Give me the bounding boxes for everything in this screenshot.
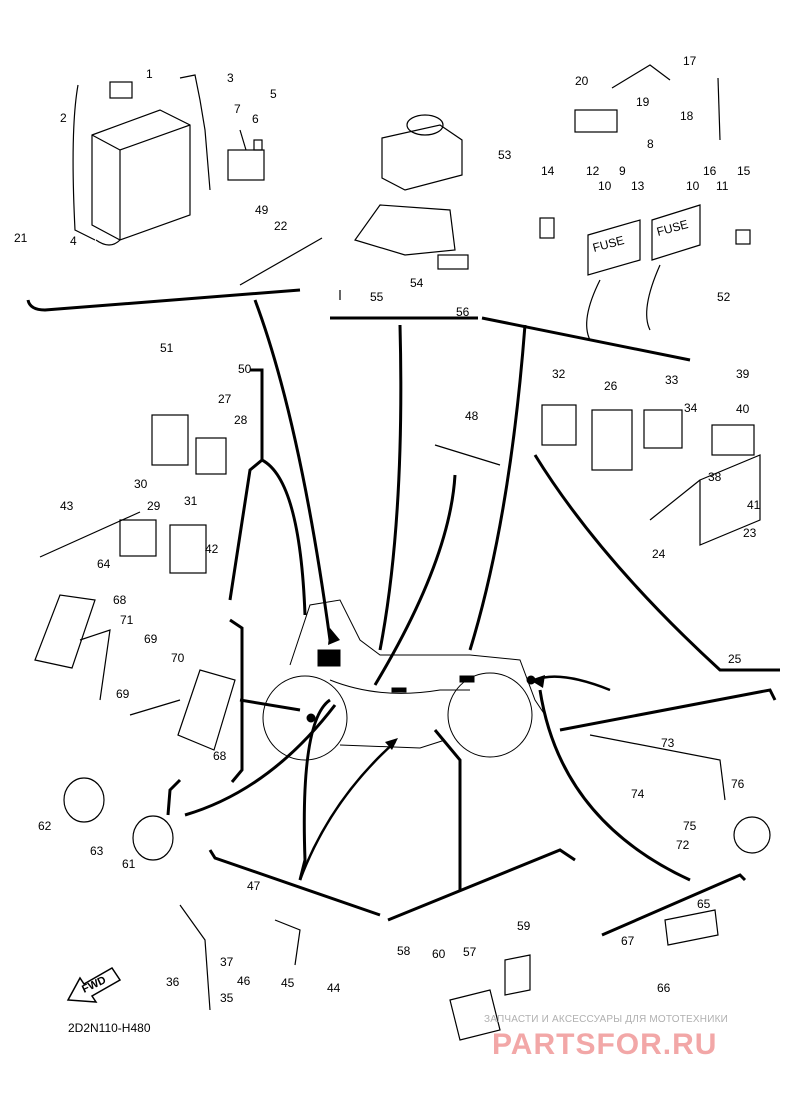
part-label: 74: [631, 787, 645, 801]
part-label: 44: [327, 981, 341, 995]
fwd-label: FWD: [80, 974, 108, 995]
reflector-lamps: [34, 594, 236, 751]
part-label: 43: [60, 499, 74, 513]
part-label: 60: [432, 947, 446, 961]
battery-assembly: [72, 74, 265, 246]
leader-lines: [184, 299, 691, 890]
part-label: 7: [234, 102, 241, 116]
part-label: 67: [621, 934, 635, 948]
part-label: 48: [465, 409, 479, 423]
part-label: 23: [743, 526, 757, 540]
part-label: 3: [227, 71, 234, 85]
part-label: 62: [38, 819, 52, 833]
part-label: 40: [736, 402, 750, 416]
part-label: 69: [116, 687, 130, 701]
part-label: 70: [171, 651, 185, 665]
watermark-brand: PARTSFOR.RU: [492, 1028, 717, 1061]
part-label: 16: [703, 164, 717, 178]
part-label: 57: [463, 945, 477, 959]
arrowheads: [328, 628, 545, 750]
watermark-caption: ЗАПЧАСТИ И АКСЕССУАРЫ ДЛЯ МОТОТЕХНИКИ: [484, 1014, 728, 1025]
part-label: 10: [686, 179, 700, 193]
part-label: 11: [716, 179, 729, 193]
part-label: 15: [737, 164, 751, 178]
part-label: 35: [220, 991, 234, 1005]
part-label: 28: [234, 413, 248, 427]
part-label: 31: [184, 494, 198, 508]
part-label: 49: [255, 203, 269, 217]
part-label: 61: [122, 857, 136, 871]
part-label: 52: [717, 290, 731, 304]
part-label: 73: [661, 736, 675, 750]
part-label: 30: [134, 477, 148, 491]
part-label: 13: [631, 179, 645, 193]
part-label: 2: [60, 111, 67, 125]
part-label: 32: [552, 367, 566, 381]
part-label: 17: [683, 54, 697, 68]
part-label: 5: [270, 87, 277, 101]
part-label: 38: [708, 470, 722, 484]
part-label: 24: [652, 547, 666, 561]
part-label: 46: [237, 974, 251, 988]
part-label: 21: [14, 231, 28, 245]
part-label: 51: [160, 341, 174, 355]
part-label: 69: [144, 632, 158, 646]
fwd-arrow: FWD: [66, 967, 122, 1003]
relay-bracket-assembly: [339, 114, 469, 300]
part-label: 53: [498, 148, 512, 162]
part-label: 58: [397, 944, 411, 958]
part-label: 8: [647, 137, 654, 151]
part-label: 72: [676, 838, 690, 852]
part-label: 34: [684, 401, 698, 415]
part-label: 54: [410, 276, 424, 290]
part-label: 68: [113, 593, 127, 607]
horns: [63, 777, 174, 861]
arrows: [298, 675, 611, 881]
part-label: 47: [247, 879, 261, 893]
part-label: 55: [370, 290, 384, 304]
part-label: 66: [657, 981, 671, 995]
part-label: 19: [636, 95, 650, 109]
part-label: 64: [97, 557, 111, 571]
part-label: 56: [456, 305, 470, 319]
part-label: 27: [218, 392, 232, 406]
part-label: 37: [220, 955, 234, 969]
drawing-code: 2D2N110-H480: [68, 1021, 151, 1035]
part-label: 33: [665, 373, 679, 387]
part-label: 75: [683, 819, 697, 833]
part-label: 6: [252, 112, 259, 126]
part-label: 65: [697, 897, 711, 911]
part-labels: 1 2 3 4 5 6 7 8 9 10 10 11 12 13 14 15 1…: [14, 54, 761, 1005]
part-label: 41: [747, 498, 761, 512]
motorcycle-outline: [262, 599, 546, 761]
part-label: 42: [205, 542, 219, 556]
part-label: 1: [146, 67, 153, 81]
fuse-box-assembly: [539, 204, 751, 341]
fuse-label: FUSE: [655, 217, 690, 239]
part-label: 59: [517, 919, 531, 933]
part-label: 22: [274, 219, 288, 233]
part-label: 26: [604, 379, 618, 393]
part-label: 36: [166, 975, 180, 989]
part-label: 20: [575, 74, 589, 88]
part-label: 29: [147, 499, 161, 513]
part-label: 71: [120, 613, 134, 627]
part-label: 68: [213, 749, 227, 763]
misc-parts: [39, 64, 771, 1041]
part-label: 9: [619, 164, 626, 178]
fuse-label: FUSE: [591, 233, 626, 255]
part-label: 39: [736, 367, 750, 381]
part-label: 25: [728, 652, 742, 666]
part-label: 12: [586, 164, 600, 178]
part-label: 50: [238, 362, 252, 376]
part-label: 4: [70, 234, 77, 248]
part-label: 45: [281, 976, 295, 990]
part-label: 76: [731, 777, 745, 791]
part-label: 18: [680, 109, 694, 123]
part-label: 14: [541, 164, 555, 178]
part-label: 10: [598, 179, 612, 193]
part-label: 63: [90, 844, 104, 858]
